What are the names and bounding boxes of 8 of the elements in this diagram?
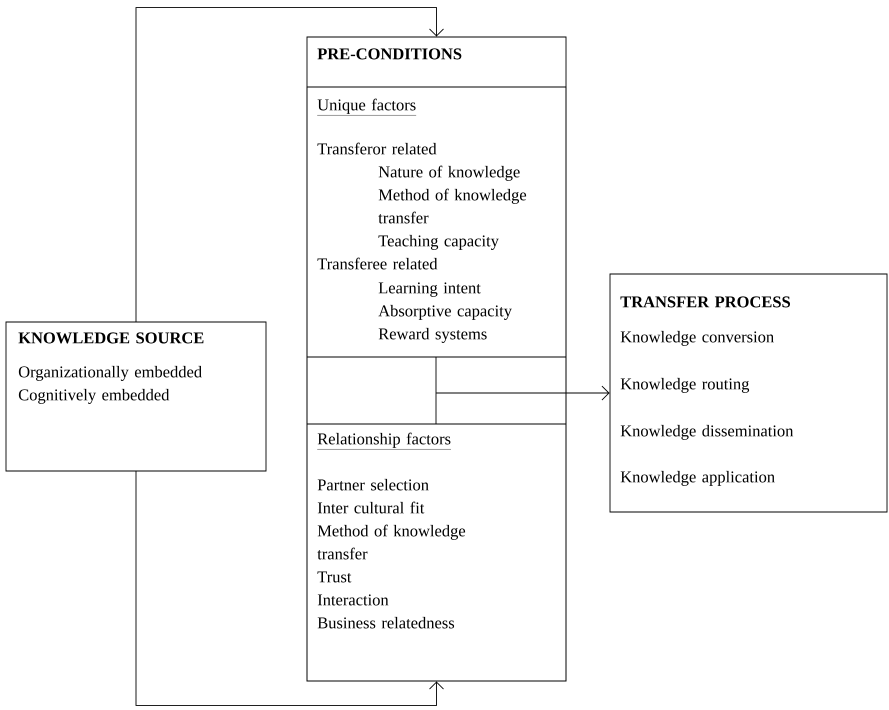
factors-section: Relationship factors Partner selection Inter cultural fit Method of knowledge transfer Trust Interaction Business relatedness [306, 424, 566, 682]
factors-section: Unique factors Transferor related Nature of knowledge Method of knowledge transfer Teaching capacity Transferee related Learning intent Absorptive capacity Reward systems [306, 86, 566, 358]
arrow [136, 471, 444, 706]
arrow [436, 386, 610, 400]
junction-section [306, 356, 566, 424]
source-box: KNOWLEDGE SOURCE Organizationally embedded Cognitively embedded [6, 322, 266, 472]
process-box: TRANSFER PROCESS Knowledge conversion Knowledge routing Knowledge dissemination Knowledge application [610, 274, 888, 512]
arrow [136, 7, 444, 322]
